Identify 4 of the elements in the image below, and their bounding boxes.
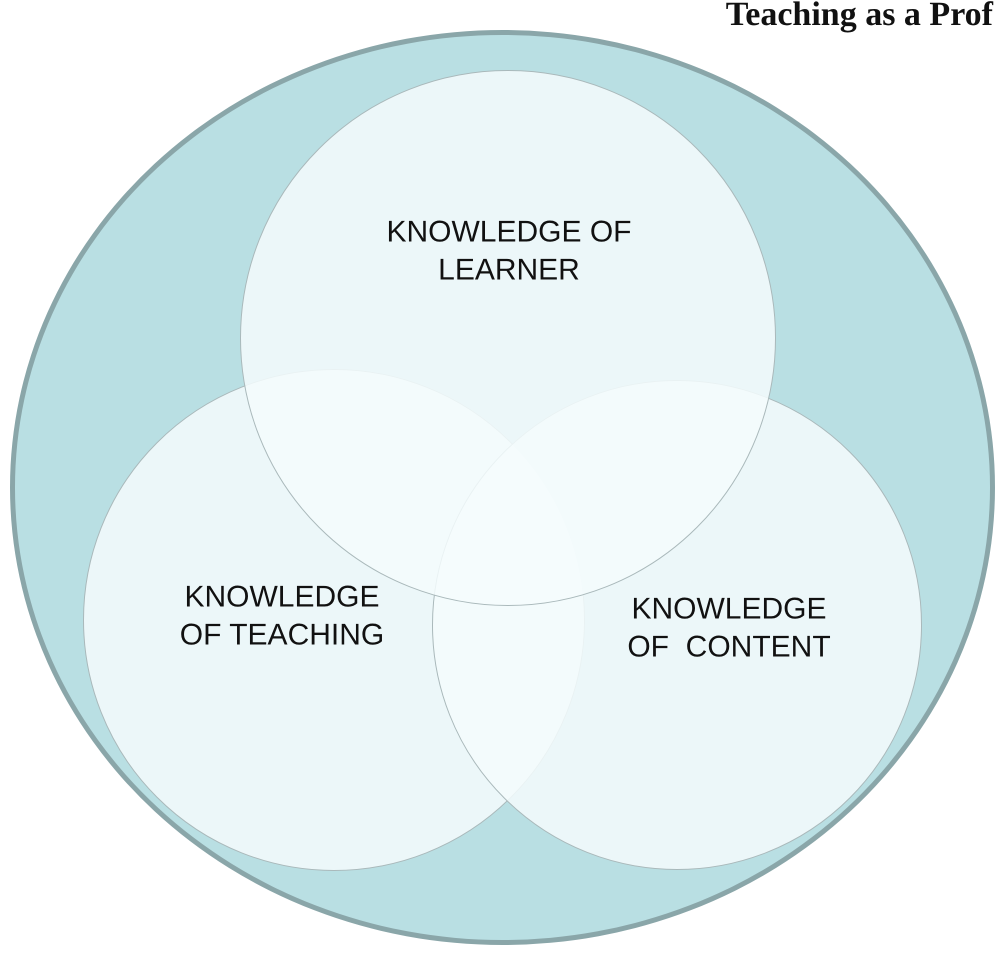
title: Teaching as a Prof	[726, 0, 993, 34]
circle-label: KNOWLEDGE OF CONTENT	[626, 592, 832, 665]
circle-label: KNOWLEDGE OF LEARNER	[385, 214, 633, 288]
circle-label: KNOWLEDGE OF TEACHING	[178, 580, 386, 653]
